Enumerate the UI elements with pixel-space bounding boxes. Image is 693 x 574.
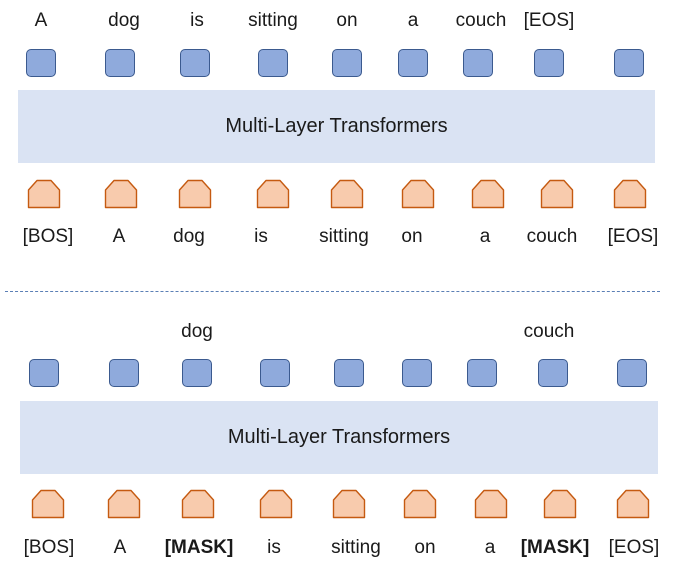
bottom-output-box-7: [538, 359, 568, 387]
top-output-word-0: A: [34, 10, 48, 31]
bottom-input-word-0: [BOS]: [23, 537, 75, 558]
bottom-output-word-2: dog: [181, 321, 213, 342]
bottom-output-word-7: couch: [523, 321, 575, 342]
top-input-word-4: sitting: [319, 226, 369, 247]
top-transformer-block: Multi-Layer Transformers: [18, 90, 655, 163]
top-output-box-3: [258, 49, 288, 77]
bottom-output-box-6: [467, 359, 497, 387]
top-input-word-8: [EOS]: [607, 226, 659, 247]
bottom-input-token-icon-8: [616, 489, 650, 519]
top-output-word-3: sitting: [248, 10, 298, 31]
bottom-input-word-8: [EOS]: [608, 537, 660, 558]
top-input-token-icon-5: [401, 179, 435, 209]
top-input-token-icon-7: [540, 179, 574, 209]
top-input-word-5: on: [401, 226, 423, 247]
top-input-token-icon-2: [178, 179, 212, 209]
top-output-box-0: [26, 49, 56, 77]
top-output-box-7: [534, 49, 564, 77]
bottom-input-word-5: on: [414, 537, 436, 558]
top-input-word-7: couch: [526, 226, 578, 247]
top-input-word-0: [BOS]: [22, 226, 74, 247]
top-output-box-2: [180, 49, 210, 77]
bottom-output-box-5: [402, 359, 432, 387]
bottom-output-box-3: [260, 359, 290, 387]
bottom-input-token-icon-3: [259, 489, 293, 519]
bottom-input-token-icon-5: [403, 489, 437, 519]
section-divider: [5, 291, 660, 292]
top-output-word-4: on: [336, 10, 358, 31]
top-input-token-icon-1: [104, 179, 138, 209]
bottom-input-word-6: a: [484, 537, 496, 558]
bottom-input-word-4: sitting: [331, 537, 381, 558]
top-output-word-7: [EOS]: [523, 10, 575, 31]
bottom-transformer-label: Multi-Layer Transformers: [227, 426, 451, 448]
top-output-word-1: dog: [108, 10, 140, 31]
top-output-box-8: [614, 49, 644, 77]
bottom-input-token-icon-4: [332, 489, 366, 519]
bottom-input-word-2: [MASK]: [164, 537, 234, 558]
bottom-input-token-icon-1: [107, 489, 141, 519]
top-input-token-icon-4: [330, 179, 364, 209]
bottom-transformer-block: Multi-Layer Transformers: [20, 401, 658, 474]
bottom-input-token-icon-2: [181, 489, 215, 519]
top-input-word-3: is: [254, 226, 268, 247]
bottom-output-box-0: [29, 359, 59, 387]
top-input-token-icon-3: [256, 179, 290, 209]
bottom-output-box-8: [617, 359, 647, 387]
top-input-token-icon-6: [471, 179, 505, 209]
top-input-token-icon-8: [613, 179, 647, 209]
bottom-output-box-1: [109, 359, 139, 387]
bottom-input-word-7: [MASK]: [520, 537, 590, 558]
bottom-output-box-2: [182, 359, 212, 387]
top-output-box-1: [105, 49, 135, 77]
top-output-word-5: a: [407, 10, 419, 31]
bottom-input-token-icon-6: [474, 489, 508, 519]
top-input-token-icon-0: [27, 179, 61, 209]
bottom-input-word-3: is: [267, 537, 281, 558]
top-input-word-6: a: [479, 226, 491, 247]
bottom-input-word-1: A: [113, 537, 127, 558]
bottom-input-token-icon-7: [543, 489, 577, 519]
bottom-input-token-icon-0: [31, 489, 65, 519]
top-input-word-1: A: [112, 226, 126, 247]
top-output-box-5: [398, 49, 428, 77]
top-output-box-6: [463, 49, 493, 77]
bottom-output-box-4: [334, 359, 364, 387]
top-output-word-6: couch: [455, 10, 507, 31]
top-output-word-2: is: [190, 10, 204, 31]
top-output-box-4: [332, 49, 362, 77]
top-input-word-2: dog: [173, 226, 205, 247]
top-transformer-label: Multi-Layer Transformers: [225, 115, 448, 137]
